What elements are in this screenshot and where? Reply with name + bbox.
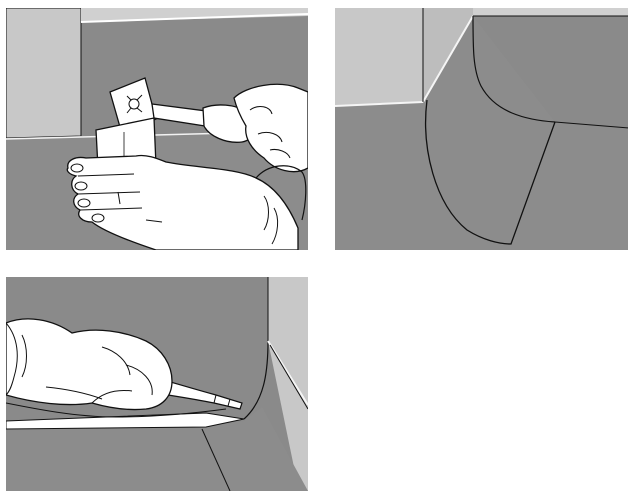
wall-panel-left [6, 8, 81, 138]
seam-welding-illustration [6, 277, 308, 491]
panel-seam-welding [6, 277, 308, 491]
heat-gun-illustration [6, 8, 308, 250]
panel-rounded-corner [335, 8, 628, 250]
left-wall-lower [335, 8, 423, 106]
panel-heat-gun-corner [6, 8, 308, 250]
rounded-corner-illustration [335, 8, 628, 250]
